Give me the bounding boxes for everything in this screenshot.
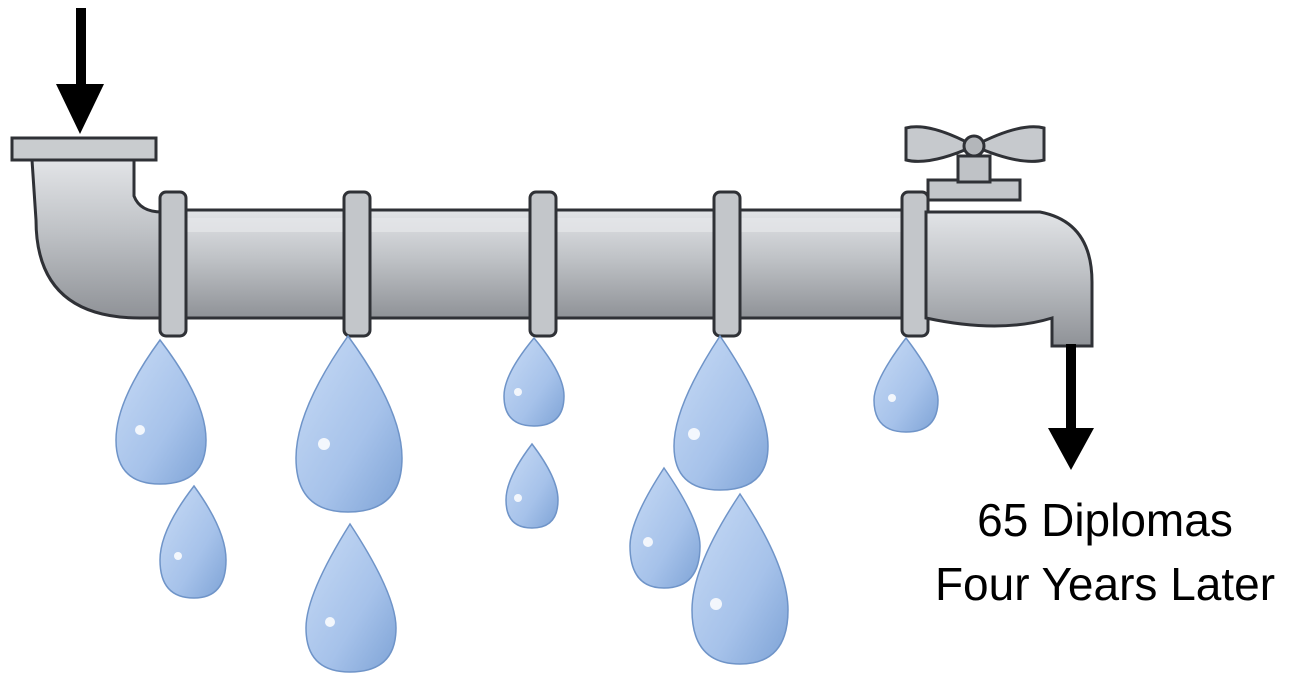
drop-icon xyxy=(505,442,559,529)
drop-icon xyxy=(873,336,939,433)
drop-icon xyxy=(115,338,207,485)
coupling-3 xyxy=(528,190,558,338)
drop-icon xyxy=(503,336,565,427)
caption-line-1: 65 Diplomas xyxy=(977,494,1233,546)
coupling-5 xyxy=(900,190,930,338)
faucet xyxy=(904,125,1094,348)
drop-icon xyxy=(305,522,397,673)
drop-icon xyxy=(295,334,403,513)
pipe-elbow xyxy=(10,136,164,320)
coupling-2 xyxy=(342,190,372,338)
drop-highlights xyxy=(135,388,896,627)
caption-line-2: Four Years Later xyxy=(934,558,1276,610)
drop-icon xyxy=(159,484,227,599)
inlet-arrow-icon xyxy=(56,8,104,134)
drop-icon xyxy=(673,334,769,491)
coupling-4 xyxy=(712,190,742,338)
drop-icon xyxy=(691,492,789,665)
pipe-couplings xyxy=(158,190,930,338)
coupling-1 xyxy=(158,190,188,338)
water-drops xyxy=(115,334,939,673)
outlet-arrow-icon xyxy=(1048,344,1094,470)
drop-icon xyxy=(629,466,701,589)
